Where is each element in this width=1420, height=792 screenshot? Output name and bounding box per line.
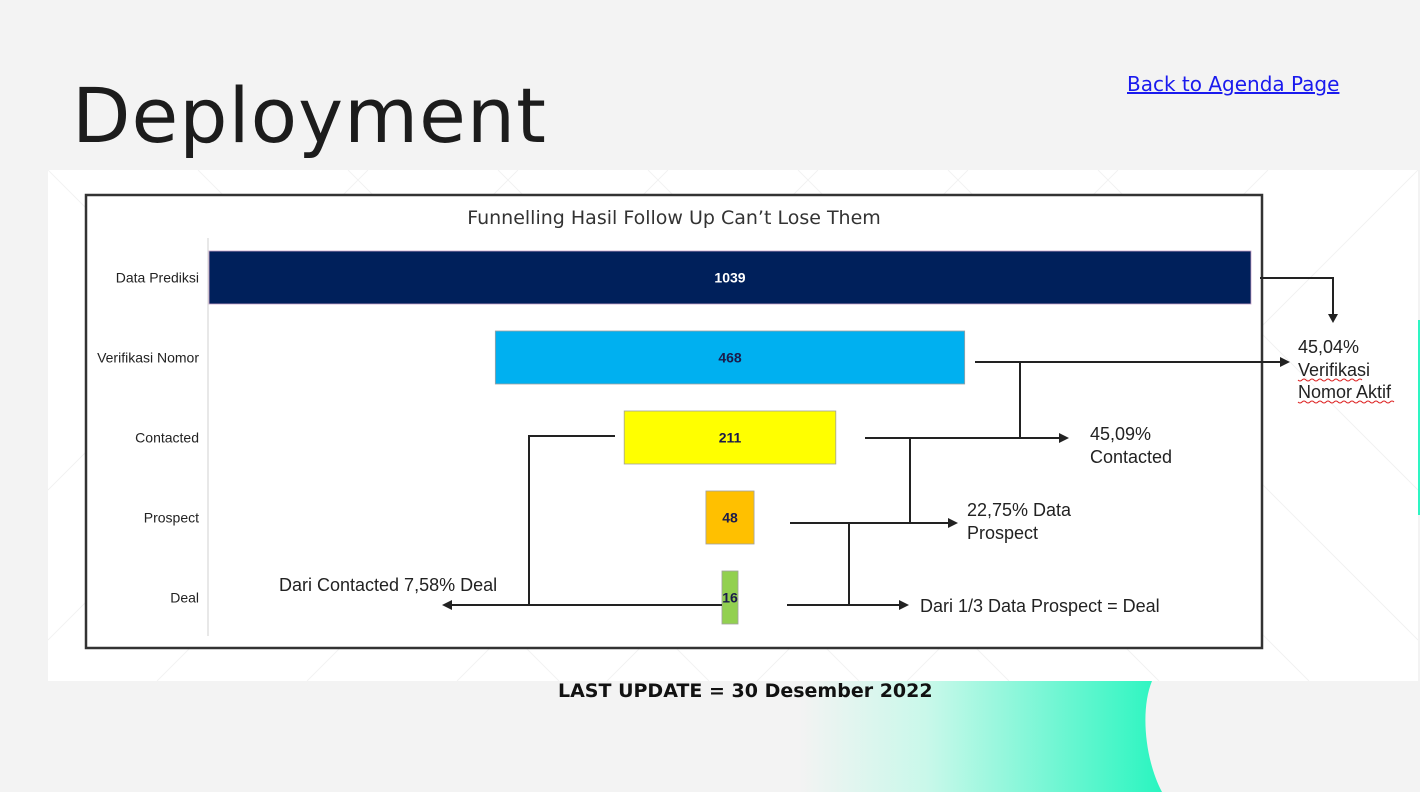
value-label-verifikasi-nomor: 468	[718, 350, 742, 366]
category-label-contacted: Contacted	[135, 430, 199, 446]
funnel-connectors	[451, 277, 1334, 606]
annotation-prospect-pct: 22,75% Data	[967, 500, 1072, 520]
value-label-prospect: 48	[722, 510, 738, 526]
funnel-chart: Funnelling Hasil Follow Up Can’t Lose Th…	[48, 170, 1418, 681]
arrowhead-contacted-deal	[442, 600, 452, 610]
value-label-contacted: 211	[719, 430, 742, 446]
arrowhead-verifikasi	[1280, 357, 1290, 367]
bar-data-prediksi	[208, 250, 1252, 305]
last-update-label: LAST UPDATE = 30 Desember 2022	[558, 680, 933, 702]
arrowhead-prospect	[948, 518, 958, 528]
annotation-prospect-label: Prospect	[967, 523, 1038, 543]
arrowhead-deal	[899, 600, 909, 610]
connector-contacted-deal	[528, 435, 722, 606]
bar-verifikasi-nomor	[494, 330, 966, 385]
category-label-deal: Deal	[170, 590, 199, 606]
annotation-verifikasi-pct: 45,04%	[1298, 337, 1359, 357]
annotation-contacted-label: Contacted	[1090, 447, 1172, 467]
arrowhead-contacted	[1059, 433, 1069, 443]
page-title: Deployment	[72, 71, 547, 160]
annotation-contacted-deal: Dari Contacted 7,58% Deal	[279, 575, 497, 595]
category-label-data-prediksi: Data Prediksi	[116, 270, 199, 286]
chart-title: Funnelling Hasil Follow Up Can’t Lose Th…	[467, 207, 881, 229]
connector-data-prediksi	[1260, 277, 1334, 314]
bar-contacted	[623, 410, 837, 465]
arrowhead-data-prediksi	[1328, 314, 1338, 323]
annotation-contacted-pct: 45,09%	[1090, 424, 1151, 444]
arrowheads	[442, 314, 1338, 610]
spellcheck-underline-2	[1297, 400, 1395, 404]
funnel-chart-panel: Funnelling Hasil Follow Up Can’t Lose Th…	[48, 170, 1418, 681]
annotation-verifikasi-label-2: Nomor Aktif	[1298, 382, 1392, 402]
annotation-deal: Dari 1/3 Data Prospect = Deal	[920, 596, 1160, 616]
category-label-prospect: Prospect	[144, 510, 199, 526]
bar-prospect	[705, 490, 755, 545]
bar-deal	[721, 570, 739, 625]
value-label-data-prediksi: 1039	[714, 270, 745, 286]
back-to-agenda-link[interactable]: Back to Agenda Page	[1127, 72, 1340, 96]
category-label-verifikasi-nomor: Verifikasi Nomor	[97, 350, 199, 366]
spellcheck-underline-1	[1297, 378, 1363, 382]
value-label-deal: 16	[722, 590, 738, 606]
annotation-verifikasi-label-1: Verifikasi	[1298, 360, 1370, 380]
